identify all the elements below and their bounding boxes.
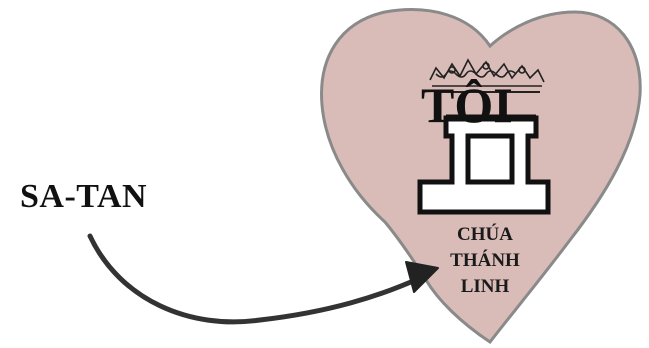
satan-label: SA-TAN [20, 178, 147, 216]
holy-spirit-line-3: LINH [430, 274, 540, 300]
curved-arrow-icon [90, 236, 438, 322]
self-label: TÔI [421, 80, 513, 130]
holy-spirit-label: CHÚA THÁNH LINH [430, 222, 540, 300]
holy-spirit-line-2: THÁNH [430, 248, 540, 274]
holy-spirit-line-1: CHÚA [430, 222, 540, 248]
